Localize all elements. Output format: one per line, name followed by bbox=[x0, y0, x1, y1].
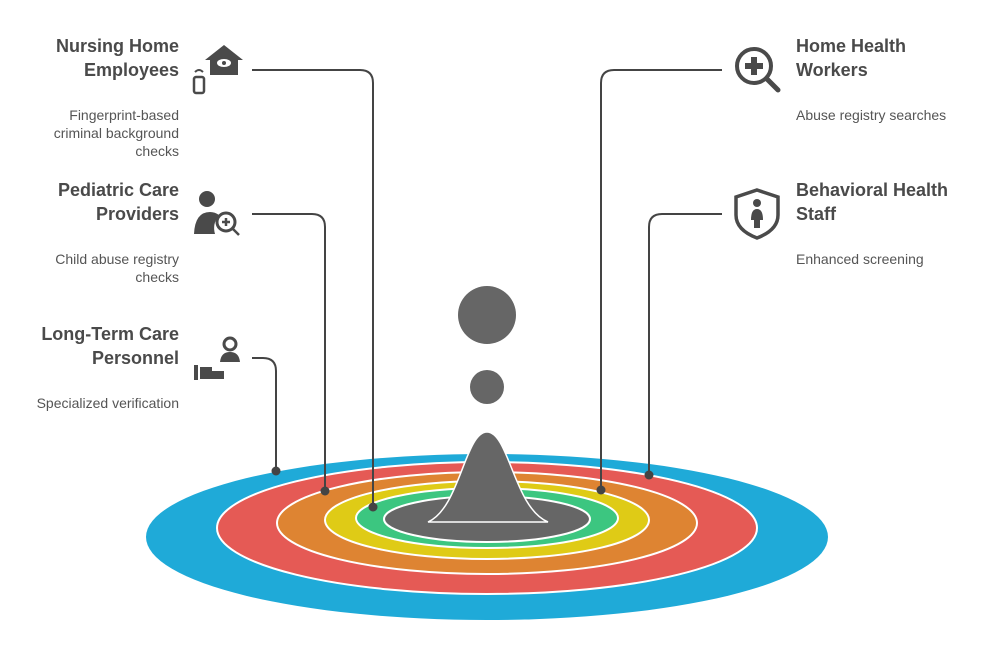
person-search-icon bbox=[194, 191, 240, 236]
item-desc-behavioral: Enhanced screening bbox=[796, 251, 924, 267]
droplet-large bbox=[458, 286, 516, 344]
droplet-peak bbox=[427, 431, 549, 523]
droplet-small bbox=[470, 370, 504, 404]
item-desc-nursing-home: Fingerprint-based criminal background ch… bbox=[53, 107, 179, 159]
medical-search-icon bbox=[735, 47, 781, 93]
item-title-nursing-home: Nursing Home Employees bbox=[55, 36, 179, 80]
house-eye-icon bbox=[192, 45, 243, 95]
item-title-home-health: Home Health Workers bbox=[796, 36, 907, 80]
connectors bbox=[252, 69, 722, 507]
caregiver-icon bbox=[194, 336, 240, 380]
item-desc-pediatric: Child abuse registry checks bbox=[55, 251, 179, 285]
item-title-behavioral: Behavioral Health Staff bbox=[796, 180, 949, 224]
item-desc-long-term: Specialized verification bbox=[36, 395, 179, 411]
item-title-pediatric: Pediatric Care Providers bbox=[57, 180, 179, 224]
shield-person-icon bbox=[734, 188, 780, 240]
connector-dots bbox=[271, 466, 654, 512]
item-desc-home-health: Abuse registry searches bbox=[796, 107, 947, 123]
item-title-long-term: Long-Term Care Personnel bbox=[41, 324, 179, 368]
